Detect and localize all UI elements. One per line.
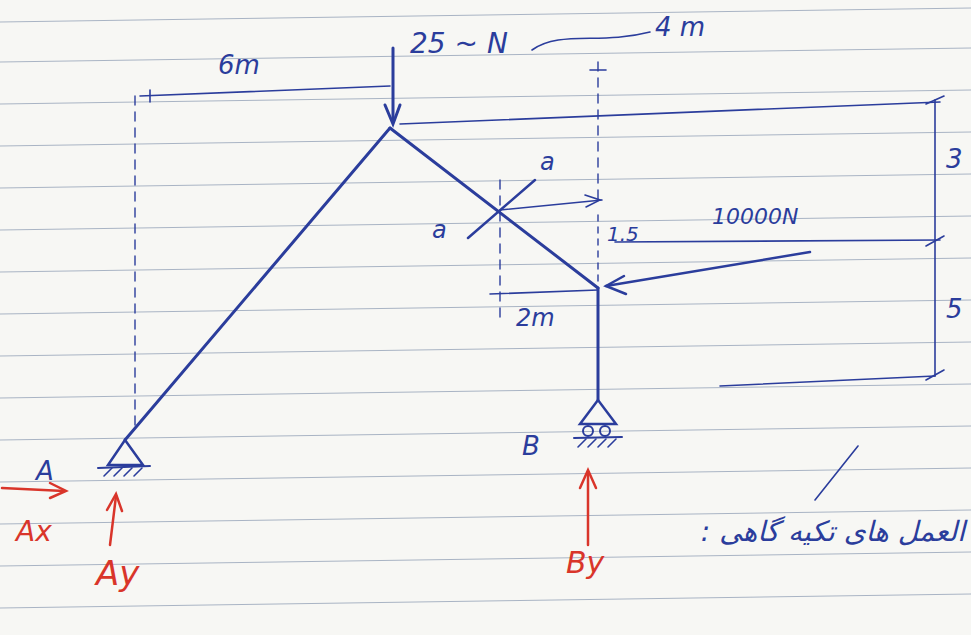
load-value: 25 ~ N xyxy=(410,30,508,58)
support-name: B xyxy=(522,433,540,459)
support-name: A xyxy=(36,458,54,484)
reaction-arrows xyxy=(2,470,596,545)
reaction-label: Ay xyxy=(96,556,139,590)
dimension: 6m xyxy=(218,52,260,78)
dimension: 1.5 xyxy=(607,224,639,244)
section-letter: a xyxy=(540,150,555,174)
dimension: 5 xyxy=(946,296,963,322)
reaction-label: Ax xyxy=(16,518,52,546)
dimension: 4 m xyxy=(655,14,705,40)
dimension: 2m xyxy=(516,306,555,330)
note-text: العمل های تکیه گاهی : xyxy=(701,518,965,546)
paper-lines xyxy=(0,8,971,608)
reaction-label: By xyxy=(566,548,604,578)
dimension: 3 xyxy=(946,146,963,172)
truss xyxy=(98,32,944,500)
section-letter: a xyxy=(432,218,447,242)
load-value: 10000N xyxy=(712,206,798,228)
